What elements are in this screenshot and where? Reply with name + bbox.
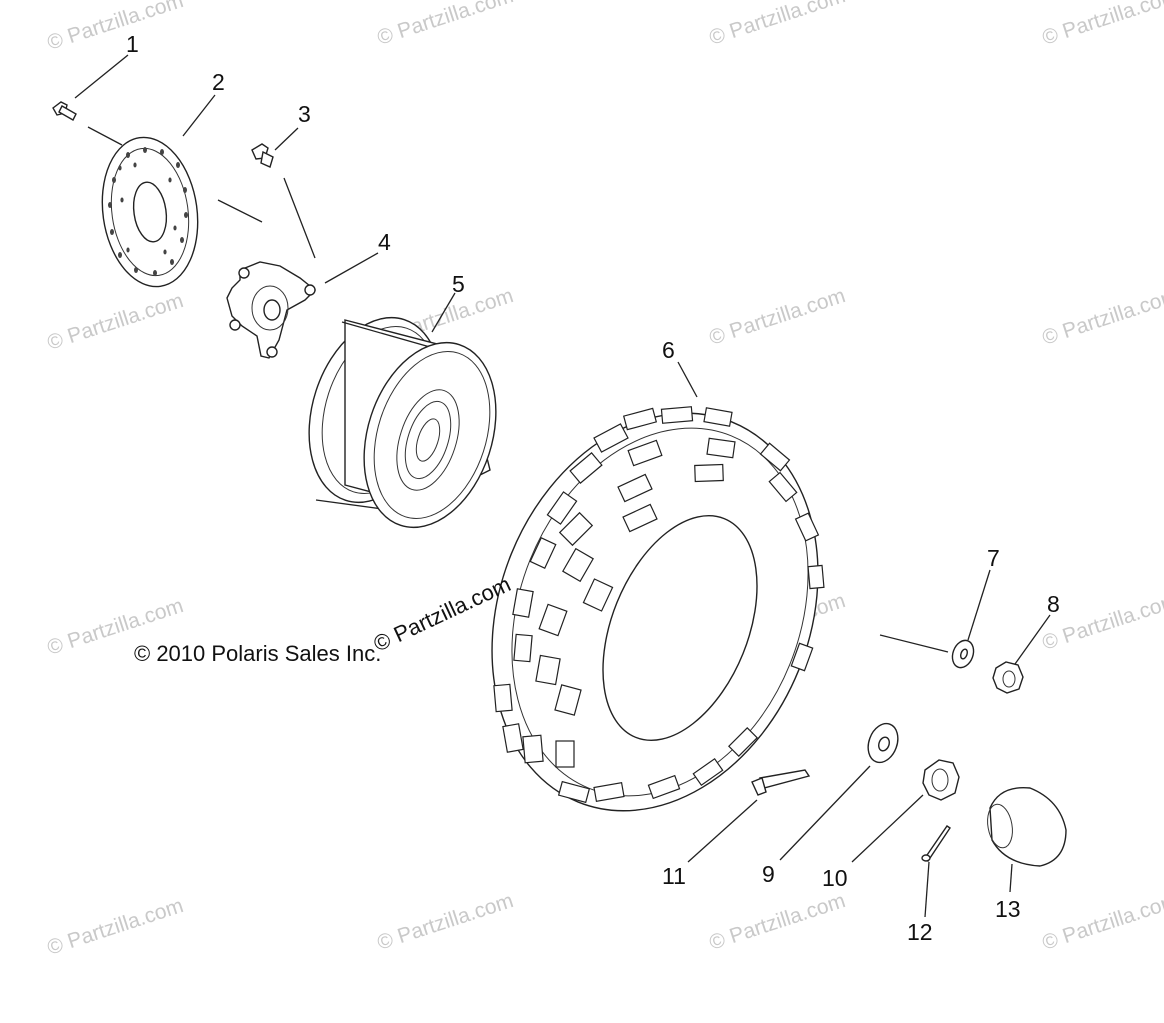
watermark: © Partzilla.com — [706, 284, 848, 350]
callout-2: 2 — [212, 69, 225, 95]
part-6-tire — [491, 406, 825, 812]
watermark: © Partzilla.com — [706, 0, 848, 50]
watermark: © Partzilla.com — [44, 289, 186, 355]
part-12-cotter-pin — [921, 825, 951, 863]
part-7-washer — [951, 639, 975, 669]
callout-4: 4 — [378, 229, 391, 255]
watermark: © Partzilla.com — [374, 889, 516, 955]
watermark: © Partzilla.com — [1039, 0, 1164, 50]
callout-6: 6 — [662, 337, 675, 363]
watermark: © Partzilla.com — [1039, 284, 1164, 350]
part-2-brake-disc — [101, 136, 199, 288]
copyright-text: © 2010 Polaris Sales Inc. — [134, 641, 381, 666]
callout-7: 7 — [987, 545, 1000, 571]
part-4-hub — [226, 261, 317, 359]
callout-13: 13 — [995, 896, 1021, 922]
callout-10: 10 — [822, 865, 848, 891]
callout-12: 12 — [907, 919, 933, 945]
watermark: © Partzilla.com — [1039, 889, 1164, 955]
callout-11: 11 — [662, 863, 686, 889]
callout-1: 1 — [126, 31, 139, 57]
callout-9: 9 — [762, 861, 775, 887]
callout-3: 3 — [298, 101, 311, 127]
part-13-hub-cap — [987, 786, 1067, 867]
callout-5: 5 — [452, 271, 465, 297]
part-3-bolt — [251, 143, 274, 168]
callout-labels: 1 2 3 4 5 6 7 8 9 10 11 12 13 — [126, 31, 1060, 945]
watermark: © Partzilla.com — [44, 894, 186, 960]
watermark: © Partzilla.com — [44, 0, 186, 55]
leader-lines — [74, 54, 1051, 918]
callout-8: 8 — [1047, 591, 1060, 617]
part-1-bolt — [52, 101, 77, 121]
part-5-wheel-rim — [308, 316, 497, 529]
part-10-nut — [922, 759, 960, 801]
watermark: © Partzilla.com — [706, 889, 848, 955]
watermark: © Partzilla.com — [374, 0, 516, 50]
part-8-nut — [992, 661, 1024, 694]
part-9-washer — [867, 722, 899, 764]
part-11-spindle — [751, 769, 811, 796]
